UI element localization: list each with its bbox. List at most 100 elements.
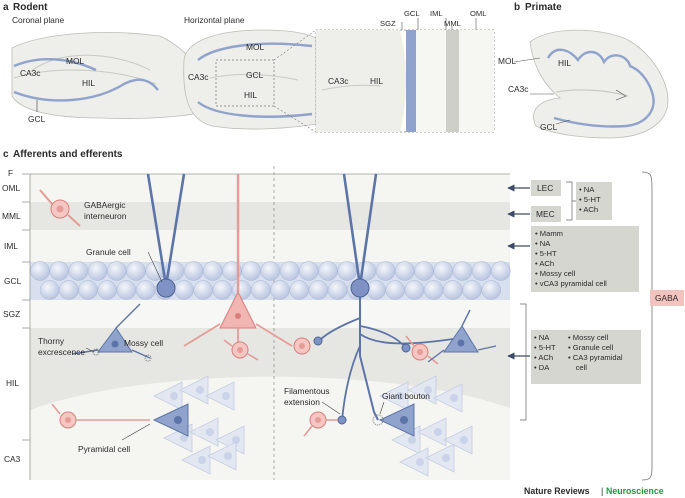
- granule-sphere: [308, 280, 329, 300]
- inset-hilus: [316, 30, 406, 132]
- granule-sphere: [78, 280, 98, 300]
- ec-transmitter-list: • NA• 5-HT• ACh: [579, 185, 601, 214]
- layer-labels: F OML MML IML GCL SGZ HIL CA3: [2, 168, 30, 464]
- panel-c: c Afferents and efferents F OML MML IML …: [2, 149, 684, 481]
- list-item: • NA: [579, 185, 595, 194]
- granule-sphere: [318, 261, 338, 281]
- list-item: • NA: [535, 239, 551, 248]
- primate-mol: MOL: [498, 56, 516, 66]
- granule-sphere: [107, 261, 127, 281]
- layer-ca3: CA3: [4, 454, 21, 464]
- layer-gcl: GCL: [4, 276, 22, 286]
- footer-journal: Neuroscience: [606, 486, 664, 496]
- granule-sphere: [385, 280, 405, 300]
- layer-hil: HIL: [6, 378, 19, 388]
- list-item: • ACh: [535, 259, 554, 268]
- granule-sphere: [193, 280, 213, 300]
- horizontal-hil: HIL: [244, 90, 257, 100]
- horizontal-mol: MOL: [246, 42, 264, 52]
- coronal-gcl-lower: [13, 78, 159, 102]
- thorny-mark-2: [144, 354, 152, 362]
- granule-sphere: [203, 261, 223, 281]
- granule-sphere: [30, 261, 50, 281]
- ca3-interneuron-left-nucleus: [65, 417, 71, 423]
- layer-mml: MML: [2, 211, 21, 221]
- giant-bouton-label: Giant bouton: [382, 391, 430, 401]
- list-item: • Mossy cell: [535, 269, 576, 278]
- granule-sphere: [183, 261, 204, 281]
- ca3-interneuron-left-processes: [51, 403, 150, 421]
- primate-ca3c: CA3c: [508, 84, 528, 94]
- hil-input-list-2: • Mossy cell• Granule cell• CA3 pyramida…: [568, 333, 623, 372]
- ca3-pyramidal-bg-nucleus: [416, 458, 424, 466]
- hil-input-list-1: • NA• 5-HT• ACh• DA: [534, 333, 556, 372]
- primate-mol-leader: [513, 57, 541, 63]
- ca3-pyramidal-bg-nucleus: [222, 392, 230, 400]
- granule-sphere: [59, 280, 79, 300]
- ec-transmitter-box: [576, 182, 612, 220]
- list-item: • Granule cell: [568, 343, 614, 352]
- inset-mml-band: [446, 30, 459, 132]
- coronal-mol: MOL: [66, 56, 84, 66]
- ca3-interneuron-right-nucleus: [315, 417, 321, 423]
- granule-sphere: [491, 261, 511, 281]
- layer-iml: IML: [4, 241, 18, 251]
- layer-f: F: [8, 168, 13, 178]
- granule-sphere: [337, 261, 357, 281]
- horizontal-ca3c: CA3c: [188, 72, 208, 82]
- iml-input-box: [531, 226, 639, 292]
- right-pyramidal-nucleus: [400, 416, 408, 424]
- coronal-gcl: GCL: [28, 114, 46, 124]
- ca3-pyramidal-bg-nucleus: [442, 454, 450, 462]
- ca3-pyramidal-bg-nucleus: [224, 452, 232, 460]
- panel-c-title: Afferents and efferents: [13, 149, 123, 160]
- granule-sphere: [87, 261, 108, 281]
- ca3-pyramidal-bg: [179, 375, 209, 405]
- primate-ca3-line: [555, 89, 629, 97]
- granule-sphere: [395, 261, 415, 281]
- list-item: • CA3 pyramidal: [568, 353, 623, 362]
- ec-bracket: [566, 181, 576, 221]
- granule-sphere: [375, 261, 396, 281]
- list-item: • Mamm: [535, 229, 563, 238]
- bouton-1: [313, 336, 323, 346]
- inset-oml-band: [459, 30, 494, 132]
- gaba-interneuron-nucleus: [56, 205, 64, 213]
- right-granule-cell: [350, 278, 370, 298]
- thorny-leader: [85, 347, 95, 353]
- ca3-pyramidal-bg: [425, 443, 455, 473]
- sgz-band: [30, 300, 510, 328]
- granule-sphere: [452, 261, 473, 281]
- granule-sphere: [279, 261, 300, 281]
- coronal-hil: HIL: [82, 78, 95, 88]
- ca3-pyramidal-bg: [207, 441, 237, 471]
- ca3-pyramidal-bg: [379, 381, 409, 411]
- lec-label: LEC: [537, 183, 553, 193]
- bouton-3: [337, 415, 347, 425]
- panel-b-letter: b: [514, 2, 520, 13]
- bouton-2: [401, 343, 411, 353]
- footer: Nature Reviews | Neuroscience: [524, 486, 664, 496]
- filamentous-label-1: Filamentous: [284, 386, 330, 396]
- right-pyramidal-cell: [378, 403, 415, 437]
- thorny-mark: [92, 348, 100, 356]
- granule-sphere: [212, 280, 233, 300]
- ca3-pyramidal-bg: [189, 417, 219, 447]
- granule-sphere: [174, 280, 194, 300]
- granule-sphere: [327, 280, 348, 300]
- coronal-title: Coronal plane: [12, 15, 64, 25]
- ca3-pyramidal-bg: [399, 447, 429, 477]
- basket-nucleus: [235, 313, 241, 319]
- granule-sphere: [97, 280, 117, 300]
- mossy-collateral-1: [319, 317, 361, 341]
- horizontal-ca3-line: [209, 73, 299, 81]
- list-item: • ACh: [579, 205, 598, 214]
- list-item: • 5-HT: [534, 343, 556, 352]
- thorny-label-2: excrescence: [38, 347, 85, 357]
- ca3-pyramidal-bg-nucleus: [196, 386, 204, 394]
- list-item: • NA: [534, 333, 550, 342]
- granule-sphere: [49, 261, 69, 281]
- ca3-pyramidal-bg-nucleus: [408, 436, 416, 444]
- thorny-label-1: Thorny: [38, 336, 65, 346]
